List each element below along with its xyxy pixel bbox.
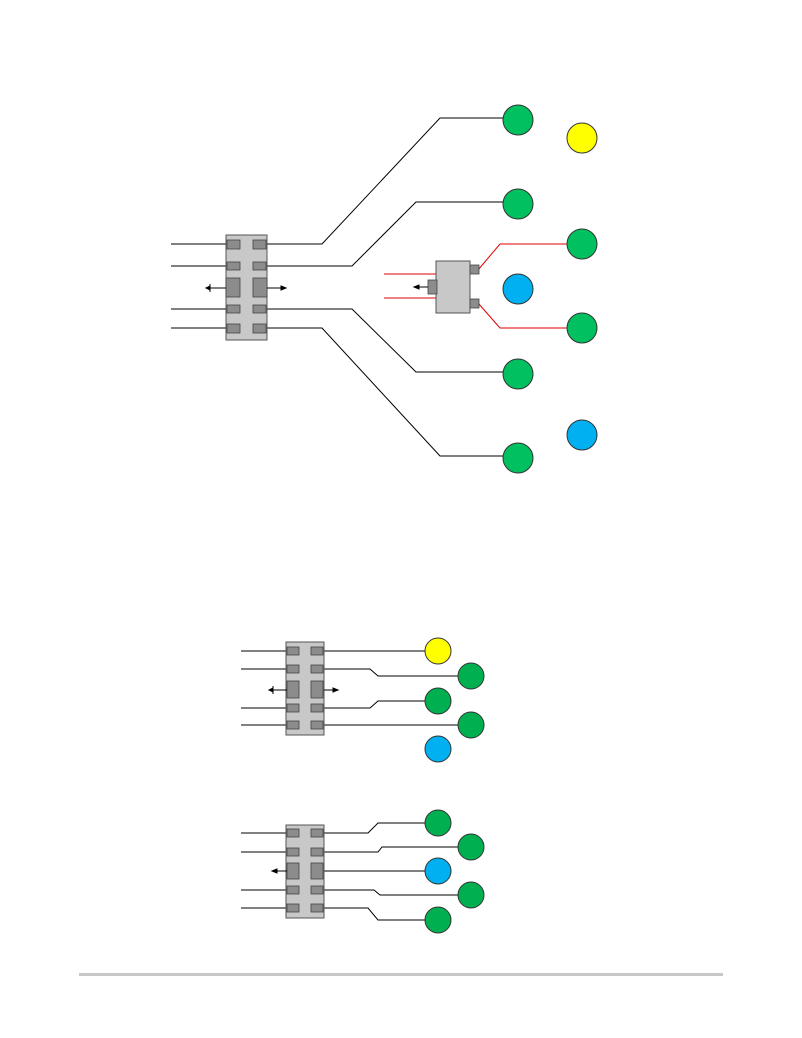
pad [252,277,268,298]
led-group [502,104,598,474]
arrow-icon [270,868,287,874]
chip-icon [285,641,325,736]
led-green [502,188,534,220]
top-diagram [171,104,598,474]
pad [252,239,267,250]
output-traces [324,650,458,726]
led-green [502,358,534,390]
led-yellow [424,637,452,665]
led-group [424,809,485,934]
pad [225,277,241,298]
trace [266,327,504,457]
pad [252,304,267,314]
led-blue [424,857,452,885]
trace [266,117,504,245]
trace [324,907,426,921]
led-blue [502,273,534,305]
pad [226,304,241,314]
led-green [424,906,452,934]
trace [324,822,426,834]
input-leads [241,650,287,726]
chip-icon [285,824,325,919]
led-group [424,637,485,763]
trace [324,889,458,896]
pad [252,261,267,271]
arrow-icon [412,284,428,290]
led-green [457,881,485,909]
led-blue [424,735,452,763]
led-green [502,104,534,136]
output-traces [266,117,504,457]
led-green [566,228,598,260]
trace [266,308,504,373]
trace [324,668,458,677]
footer-rule [79,973,723,976]
arrow-icon [204,284,288,292]
arrow-icon [267,686,340,694]
pad [226,239,241,250]
pad [469,298,480,309]
middle-diagram [241,637,485,763]
led-green [457,711,485,739]
red-trace [477,302,568,329]
output-traces [324,822,458,921]
input-leads [241,832,287,909]
pad [427,279,438,295]
pad [469,264,480,275]
pad [226,323,241,334]
led-green [566,312,598,344]
red-trace [477,243,568,271]
trace [266,201,504,267]
led-blue [566,419,598,451]
trace [324,846,458,853]
chip-icon [225,234,268,341]
led-green [424,687,452,715]
trace [324,700,426,709]
led-green [502,442,534,474]
led-green [457,833,485,861]
led-green [457,662,485,690]
pad [252,323,267,334]
led-yellow [566,122,598,154]
small-chip [384,243,568,329]
led-green [424,809,452,837]
chip-icon [435,260,471,314]
pad [226,261,241,271]
input-leads [171,243,226,329]
bottom-diagram [241,809,485,934]
